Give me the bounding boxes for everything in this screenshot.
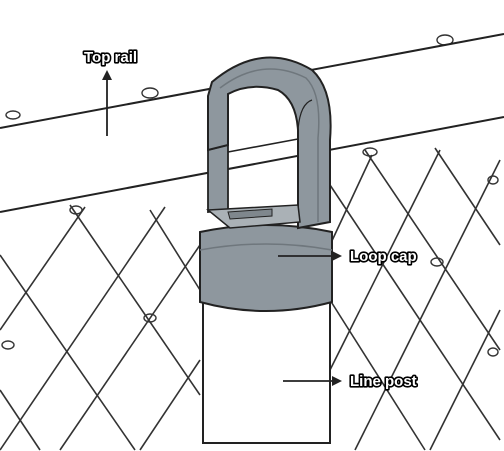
line-post-label: Line post [350, 373, 417, 390]
mesh-knuckles [1, 34, 499, 357]
callout-loop-cap: Loop cap [278, 246, 418, 267]
top-rail-label: Top rail [84, 49, 137, 66]
line-post-arrowhead [332, 376, 342, 386]
mesh-wires-rising [0, 149, 501, 451]
callout-top-rail: Top rail [82, 47, 139, 136]
chain-link-mesh [0, 34, 501, 451]
loop-cap [199, 56, 333, 312]
callout-line-post: Line post [283, 371, 418, 392]
loop-cap-arrowhead [332, 251, 342, 261]
top-rail-arrowhead [102, 70, 112, 80]
loop-cap-label: Loop cap [350, 248, 417, 265]
mesh-wires-falling [0, 147, 501, 451]
